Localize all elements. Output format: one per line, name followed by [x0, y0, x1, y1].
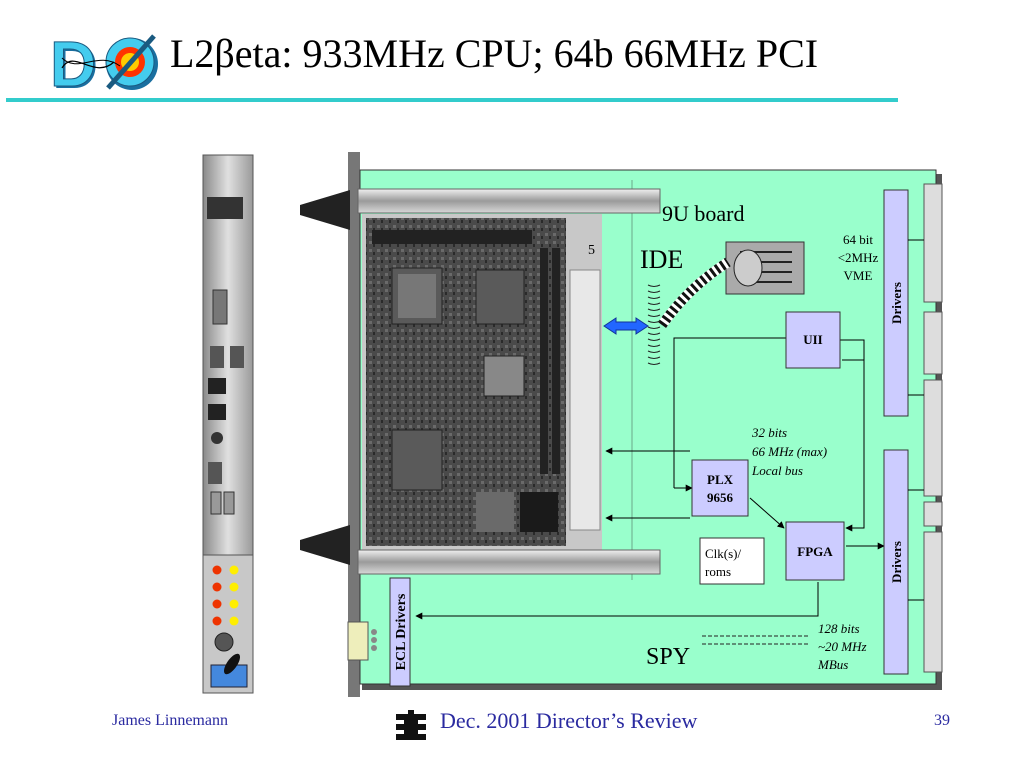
slot-number: 5 [588, 243, 595, 258]
footer-author: James Linnemann [112, 712, 228, 729]
clk-roms-box [699, 537, 765, 585]
slide-title: L2βeta: 933MHz CPU; 64b 66MHz PCI [170, 31, 819, 76]
bus-lines [415, 337, 885, 620]
vme-label-3: VME [844, 268, 873, 283]
clk-label-2: roms [705, 564, 731, 579]
plx-chip [691, 459, 749, 517]
ide-label: IDE [640, 245, 683, 274]
mbus-label-1: 128 bits [818, 621, 860, 636]
drivers-top [883, 189, 909, 417]
vme-label-2: <2MHz [838, 250, 879, 265]
fpga-chip [785, 521, 845, 581]
local-bus-label-3: Local bus [751, 463, 803, 478]
drivers-bottom [883, 449, 909, 675]
front-panel [202, 154, 254, 694]
ecl-drivers [389, 577, 411, 687]
uii-label: UII [803, 332, 823, 347]
ecl-drivers-label: ECL Drivers [394, 593, 409, 670]
fpga-label: FPGA [797, 544, 833, 559]
title-underline [6, 98, 898, 102]
d0-logo: D D [50, 28, 158, 96]
footer-event: Dec. 2001 Director’s Review [440, 708, 698, 733]
ide-connector [657, 241, 805, 328]
cpu-mezzanine [362, 214, 602, 550]
backplane-connectors [908, 183, 943, 673]
clk-label-1: Clk(s)/ [705, 546, 742, 561]
vme-label-1: 64 bit [843, 232, 873, 247]
plx-label-2: 9656 [707, 490, 734, 505]
drivers-bottom-label: Drivers [889, 541, 904, 583]
fermilab-logo-icon [396, 710, 426, 740]
spy-label: SPY [646, 644, 690, 670]
spy-coils [702, 635, 810, 645]
mbus-label-2: ~20 MHz [818, 639, 867, 654]
uii-chip [785, 311, 841, 369]
ejector-handles [300, 152, 360, 697]
svg-text:D: D [52, 30, 98, 96]
led-array [212, 565, 239, 626]
ecl-front-connector [347, 621, 377, 661]
bottom-rail [357, 549, 661, 575]
mbus-label-3: MBus [817, 657, 848, 672]
local-bus-label-1: 32 bits [751, 425, 787, 440]
pci-link-arrow [603, 317, 649, 335]
plx-label-1: PLX [707, 472, 734, 487]
local-bus-label-2: 66 MHz (max) [752, 444, 827, 459]
top-rail [357, 188, 661, 214]
board-label: 9U board [662, 201, 744, 226]
page-number: 39 [934, 712, 950, 729]
ide-termination-coils [647, 284, 661, 365]
drivers-top-label: Drivers [889, 282, 904, 324]
